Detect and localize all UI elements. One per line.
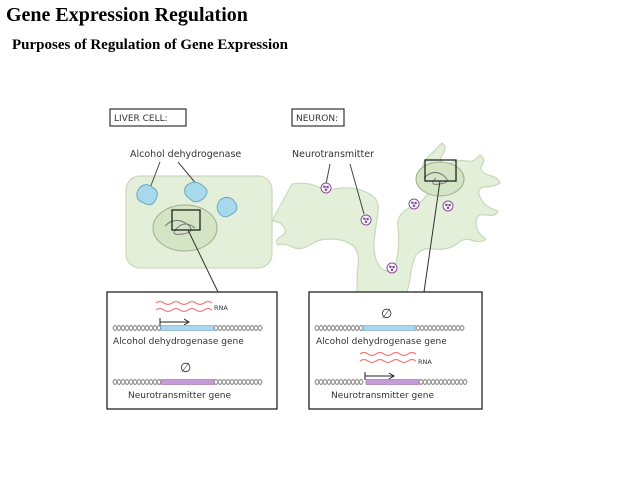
- vesicle: [320, 182, 332, 194]
- enzyme-blob: [136, 184, 158, 206]
- liver-gene1-label: Alcohol dehydrogenase gene: [113, 337, 244, 347]
- neuron-gene1-off-symbol: ∅: [381, 307, 392, 322]
- neuron-gene1-label: Alcohol dehydrogenase gene: [316, 337, 447, 347]
- vesicle: [360, 214, 372, 226]
- neuron-zoom-connector: [423, 180, 441, 293]
- liver-gene2-label: Neurotransmitter gene: [128, 391, 231, 401]
- transcription-arrowhead: [183, 318, 190, 326]
- alcohol-dehydrogenase-gene-segment: [362, 325, 417, 331]
- liver-nucleus: [152, 204, 218, 252]
- vesicle: [408, 198, 420, 210]
- neurotransmitter-gene-segment: [365, 379, 420, 385]
- liver-gene-inset: RNA Alcohol dehydrogenase gene ∅ Neurotr…: [106, 291, 278, 410]
- liver-zoom-connector: [187, 229, 219, 293]
- neuron-nucleus: [415, 161, 465, 197]
- vesicle: [442, 200, 454, 212]
- liver-label-box: [109, 108, 187, 127]
- transcription-arrowhead: [388, 372, 395, 380]
- neuron-zoom-box: [424, 159, 457, 182]
- liver-inset-box: [106, 291, 278, 410]
- enzyme-blob: [184, 181, 208, 203]
- neurotransmitter-gene-segment: [160, 379, 215, 385]
- neurotransmitter-protein-label: Neurotransmitter: [292, 149, 374, 160]
- page-subtitle: Purposes of Regulation of Gene Expressio…: [12, 37, 288, 53]
- neuron-panel: NEURON: Neurotransmitter: [270, 108, 501, 326]
- neuron-label: NEURON:: [296, 114, 338, 124]
- neuron-inset-box: [308, 291, 483, 410]
- liver-gene2-off-symbol: ∅: [180, 361, 191, 376]
- vesicle: [386, 262, 398, 274]
- liver-cell-panel: LIVER CELL: Alcohol dehydrogenase: [109, 108, 273, 293]
- liver-label: LIVER CELL:: [114, 114, 168, 124]
- neuron-pointer-line: [349, 163, 365, 215]
- liver-zoom-box: [171, 209, 201, 231]
- chromatin: [164, 220, 196, 235]
- alcohol-dehydrogenase-gene-segment: [160, 325, 215, 331]
- page-title: Gene Expression Regulation: [6, 4, 248, 26]
- liver-rna-label: RNA: [214, 304, 228, 312]
- enzyme-blob: [216, 196, 238, 218]
- neuron-gene-inset: ∅ Alcohol dehydrogenase gene RNA Neurotr…: [308, 291, 483, 410]
- alcohol-dehydrogenase-protein-label: Alcohol dehydrogenase: [130, 149, 241, 160]
- liver-pointer-line: [149, 161, 161, 189]
- neuron-pointer-line: [325, 163, 331, 185]
- neuron-rna-label: RNA: [418, 358, 432, 366]
- neuron-gene2-label: Neurotransmitter gene: [331, 391, 434, 401]
- neuron-label-box: [291, 108, 345, 127]
